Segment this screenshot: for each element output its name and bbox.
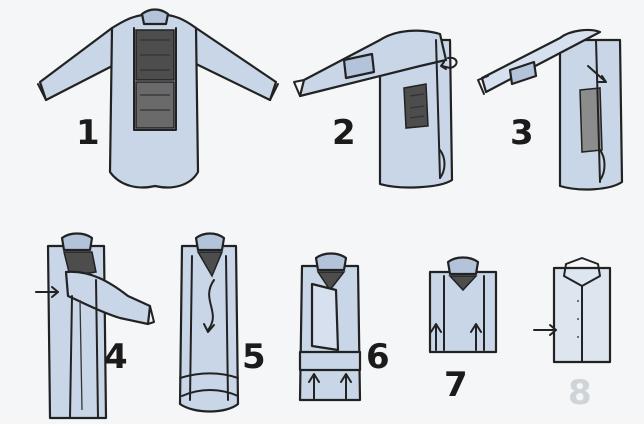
step-8-illustration [533,257,612,364]
step-8-label: 8 [568,373,592,413]
step-4-illustration [35,232,155,420]
step-3-label: 3 [510,113,534,153]
step-5-label: 5 [242,337,266,377]
step-7-label: 7 [444,365,468,405]
step-2-label: 2 [332,113,356,153]
step-4-label: 4 [104,337,128,377]
step-7-illustration [428,256,498,354]
step-6-label: 6 [366,337,390,377]
step-1-label: 1 [76,113,100,153]
step-1-illustration [37,8,279,189]
step-2-illustration [293,29,458,189]
step-5-illustration [178,232,240,413]
step-3-illustration [477,28,624,191]
step-6-illustration [298,252,362,402]
